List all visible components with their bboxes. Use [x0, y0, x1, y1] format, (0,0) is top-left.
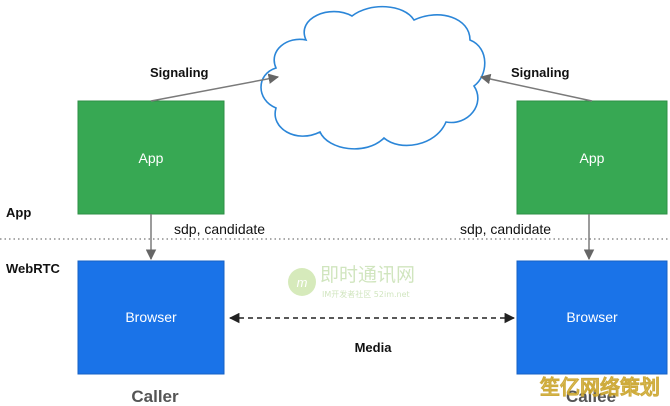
sdp-label-right: sdp, candidate	[460, 221, 551, 237]
corner-watermark: 笙亿网络策划	[539, 375, 660, 399]
signaling-cloud	[260, 5, 486, 150]
callee-app-label: App	[580, 150, 605, 166]
signaling-label-right: Signaling	[511, 65, 570, 80]
signaling-arrow-right	[479, 73, 593, 102]
app-layer-label: App	[6, 205, 31, 220]
watermark-sub-text: IM开发者社区 52im.net	[322, 289, 410, 299]
center-watermark: m 即时通讯网 IM开发者社区 52im.net	[288, 264, 415, 299]
caller-browser-box	[77, 260, 225, 375]
signaling-label-left: Signaling	[150, 65, 209, 80]
caller-browser-label: Browser	[125, 309, 177, 325]
callee-app-box	[516, 100, 668, 215]
media-label: Media	[355, 340, 393, 355]
callee-browser-box	[516, 260, 668, 375]
caller-app-label: App	[139, 150, 164, 166]
watermark-logo-glyph: m	[297, 275, 308, 290]
watermark-logo-text: 即时通讯网	[320, 264, 415, 286]
caller-app-box	[77, 100, 225, 215]
signaling-arrow-left	[150, 73, 280, 102]
callee-role-label: Callee	[566, 387, 616, 406]
watermark-logo-icon	[288, 268, 316, 296]
callee-browser-label: Browser	[566, 309, 618, 325]
sdp-label-left: sdp, candidate	[174, 221, 265, 237]
caller-role-label: Caller	[131, 387, 179, 406]
webrtc-layer-label: WebRTC	[6, 261, 61, 276]
